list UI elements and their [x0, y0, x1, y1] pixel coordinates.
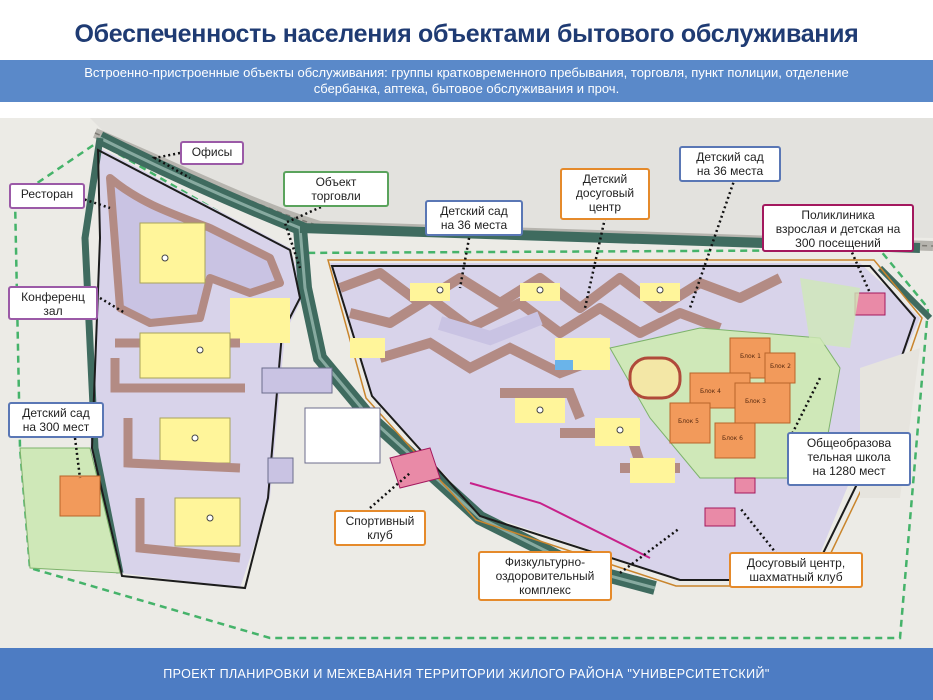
label-restaurant: Ресторан — [9, 183, 85, 209]
label-fitness-line-2: оздоровительный — [495, 569, 595, 583]
label-school-line-3: на 1280 мест — [812, 464, 886, 478]
label-kg300-line-1: Детский сад — [22, 406, 90, 420]
label-school: Общеобразова тельная школа на 1280 мест — [787, 432, 911, 486]
school-block-5: Блок 5 — [678, 418, 699, 425]
label-conference-line-1: Конференц — [21, 290, 85, 304]
kindergarten-300-building — [59, 475, 101, 517]
label-leisure-line-3: центр — [588, 200, 622, 214]
label-kg36b-line-2: на 36 места — [696, 164, 764, 178]
label-kindergarten-36-a: Детский сад на 36 места — [425, 200, 523, 236]
label-fitness-line-1: Физкультурно- — [504, 555, 586, 569]
label-kg36a-line-2: на 36 места — [440, 218, 508, 232]
leader-lines — [73, 151, 872, 574]
label-leisure-line-1: Детский — [582, 172, 628, 186]
label-conference-line-2: зал — [43, 304, 63, 318]
label-sport-line-2: клуб — [367, 528, 393, 542]
school-block-2: Блок 2 — [770, 363, 791, 370]
label-school-line-1: Общеобразова — [806, 436, 892, 450]
banner-line-2: сбербанка, аптека, бытовое обслуживания … — [313, 81, 620, 96]
clinic-building — [854, 292, 886, 316]
stadium — [628, 356, 682, 400]
label-chess-club: Досуговый центр, шахматный клуб — [729, 552, 863, 588]
label-offices-text: Офисы — [191, 145, 233, 159]
label-sport-line-1: Спортивный — [345, 514, 415, 528]
label-sport-club: Спортивный клуб — [334, 510, 426, 546]
label-kindergarten-300: Детский сад на 300 мест — [8, 402, 104, 438]
label-restaurant-text: Ресторан — [20, 187, 74, 201]
east-housing — [338, 268, 783, 483]
label-kindergarten-36-b: Детский сад на 36 места — [679, 146, 781, 182]
label-kg36b-line-1: Детский сад — [696, 150, 764, 164]
label-offices: Офисы — [180, 141, 244, 165]
school-building — [669, 337, 796, 459]
label-school-line-2: тельная школа — [807, 450, 891, 464]
label-clinic-line-2: взрослая и детская на — [775, 222, 901, 236]
banner-line-1: Встроенно-пристроенные объекты обслужива… — [84, 65, 849, 80]
label-clinic-line-3: 300 посещений — [795, 236, 881, 250]
label-children-leisure-center: Детский досуговый центр — [560, 168, 650, 220]
label-chess-line-1: Досуговый центр, — [746, 556, 846, 570]
label-clinic-line-1: Поликлиника — [801, 208, 875, 222]
school-block-3: Блок 3 — [745, 398, 766, 405]
school-block-4: Блок 4 — [700, 388, 721, 395]
label-shop: Объект торговли — [283, 171, 389, 207]
chess-club-building — [704, 507, 736, 527]
label-shop-line-2: торговли — [311, 189, 361, 203]
footer-banner: ПРОЕКТ ПЛАНИРОВКИ И МЕЖЕВАНИЯ ТЕРРИТОРИИ… — [0, 648, 933, 700]
label-fitness-line-3: комплекс — [519, 583, 571, 597]
school-block-1: Блок 1 — [740, 353, 761, 360]
sport-club-building — [389, 447, 441, 489]
info-banner: Встроенно-пристроенные объекты обслужива… — [0, 60, 933, 102]
school-block-6: Блок 6 — [722, 435, 743, 442]
label-conference-hall: Конференц зал — [8, 286, 98, 320]
label-leisure-line-2: досуговый — [575, 186, 635, 200]
label-kg300-line-2: на 300 мест — [22, 420, 90, 434]
label-chess-line-2: шахматный клуб — [749, 570, 843, 584]
label-kg36a-line-1: Детский сад — [440, 204, 508, 218]
label-fitness-complex: Физкультурно- оздоровительный комплекс — [478, 551, 612, 601]
label-shop-line-1: Объект — [315, 175, 357, 189]
district-boundary — [13, 140, 930, 640]
page-title: Обеспеченность населения объектами бытов… — [74, 20, 859, 48]
label-clinic: Поликлиника взрослая и детская на 300 по… — [762, 204, 914, 252]
